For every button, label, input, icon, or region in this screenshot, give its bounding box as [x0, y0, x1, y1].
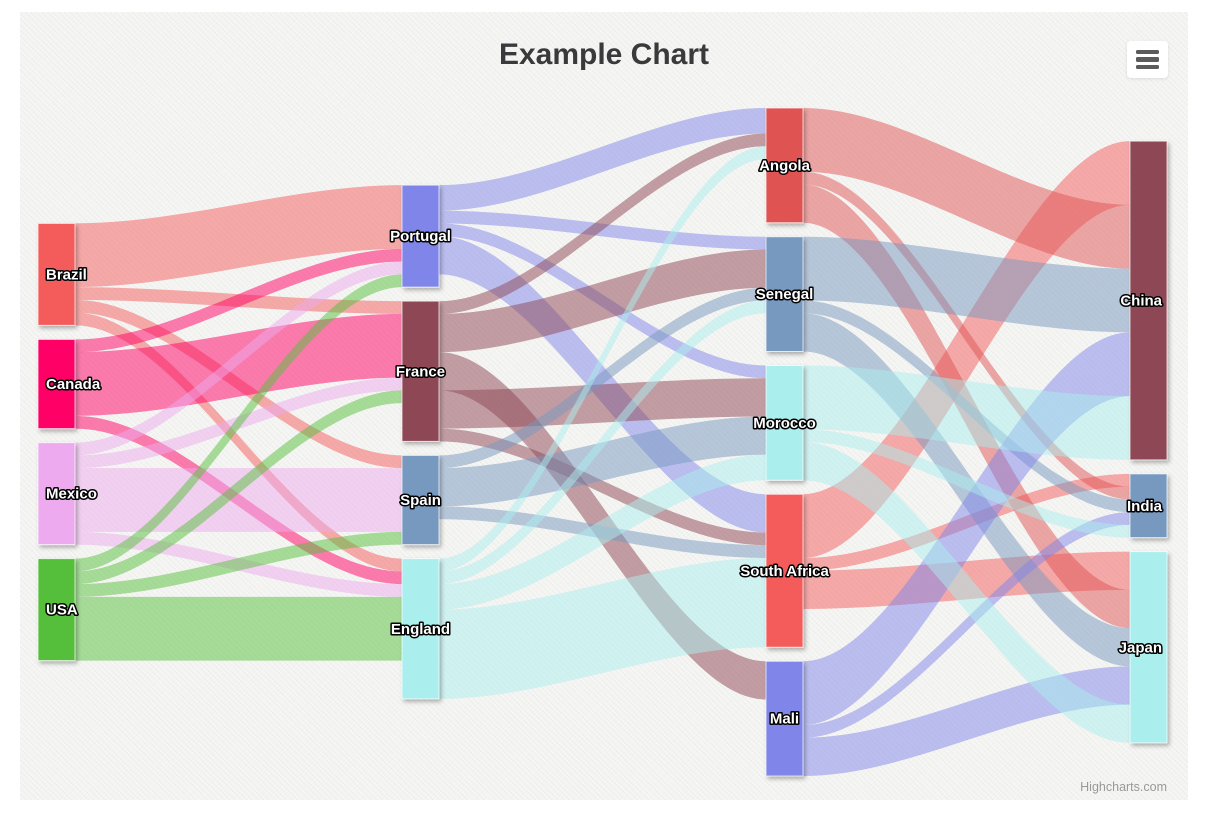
- sankey-node-morocco[interactable]: [765, 365, 804, 481]
- sankey-node-south-africa[interactable]: [765, 493, 804, 648]
- sankey-link-senegal-china[interactable]: [803, 236, 1130, 333]
- sankey-link-england-senegal[interactable]: [439, 300, 766, 585]
- sankey-node-france[interactable]: [401, 300, 440, 442]
- sankey-link-france-senegal[interactable]: [439, 249, 766, 353]
- sankey-link-usa-spain[interactable]: [75, 531, 402, 597]
- chart-context-menu-button[interactable]: [1127, 41, 1168, 78]
- sankey-link-usa-portugal[interactable]: [75, 274, 402, 572]
- sankey-link-england-south-africa[interactable]: [439, 558, 766, 699]
- sankey-link-portugal-angola[interactable]: [439, 108, 766, 211]
- sankey-link-morocco-china[interactable]: [803, 365, 1130, 460]
- sankey-link-mexico-spain[interactable]: [75, 468, 402, 532]
- sankey-link-angola-india[interactable]: [803, 171, 1130, 500]
- sankey-link-morocco-india[interactable]: [803, 429, 1130, 538]
- sankey-link-usa-england[interactable]: [75, 596, 402, 661]
- sankey-nodes-layer: [37, 107, 1168, 777]
- sankey-node-angola[interactable]: [765, 107, 804, 224]
- sankey-link-spain-morocco[interactable]: [439, 416, 766, 507]
- sankey-link-brazil-england[interactable]: [75, 312, 402, 572]
- chart-title: Example Chart: [498, 38, 710, 71]
- sankey-link-england-morocco[interactable]: [439, 454, 766, 610]
- sankey-link-usa-france[interactable]: [75, 390, 402, 585]
- sankey-link-brazil-portugal[interactable]: [75, 185, 402, 288]
- sankey-node-usa[interactable]: [37, 558, 76, 662]
- sankey-node-portugal[interactable]: [401, 184, 440, 288]
- credits-link[interactable]: Highcharts.com: [1080, 780, 1167, 794]
- sankey-link-spain-senegal[interactable]: [439, 287, 766, 469]
- sankey-link-mali-india[interactable]: [803, 512, 1130, 738]
- sankey-link-mexico-portugal[interactable]: [75, 261, 402, 456]
- sankey-node-senegal[interactable]: [765, 236, 804, 352]
- sankey-link-france-angola[interactable]: [439, 133, 766, 314]
- sankey-node-japan[interactable]: [1129, 551, 1168, 744]
- sankey-link-france-morocco[interactable]: [439, 378, 766, 429]
- sankey-node-mexico[interactable]: [37, 442, 76, 546]
- sankey-node-mali[interactable]: [765, 660, 804, 777]
- sankey-link-angola-china[interactable]: [803, 108, 1130, 269]
- sankey-links-layer: [75, 108, 1130, 776]
- sankey-node-brazil[interactable]: [37, 222, 76, 326]
- sankey-diagram: BrazilCanadaMexicoUSAPortugalFranceSpain…: [37, 107, 1168, 777]
- sankey-link-canada-portugal[interactable]: [75, 248, 402, 353]
- sankey-link-france-south-africa[interactable]: [439, 428, 766, 546]
- sankey-node-england[interactable]: [401, 558, 440, 700]
- sankey-link-england-angola[interactable]: [439, 146, 766, 572]
- sankey-node-china[interactable]: [1129, 140, 1168, 461]
- sankey-node-spain[interactable]: [401, 454, 440, 546]
- sankey-node-india[interactable]: [1129, 473, 1168, 539]
- sankey-link-morocco-japan[interactable]: [803, 442, 1130, 743]
- sankey-node-canada[interactable]: [37, 338, 76, 430]
- hamburger-menu-icon: [1136, 49, 1159, 70]
